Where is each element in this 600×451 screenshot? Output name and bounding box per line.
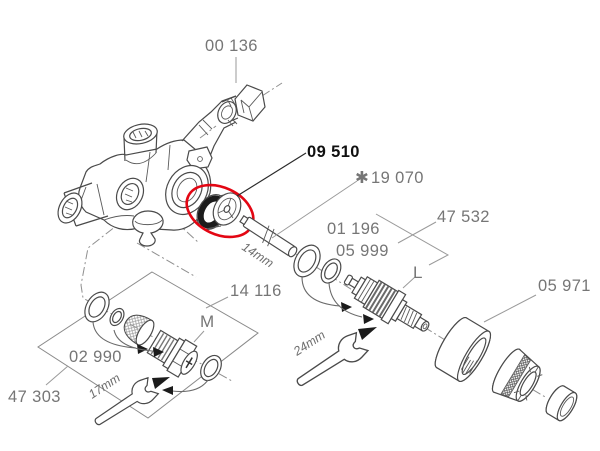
label-part-47532: 47 532 — [437, 208, 490, 226]
arrowhead-icon — [162, 386, 173, 395]
wrench-17mm-drawing: 17mm — [86, 371, 170, 434]
box-oring-large-drawing — [84, 291, 110, 323]
box-oring-small-drawing — [109, 307, 125, 327]
label-letter-L: L — [413, 263, 422, 282]
asterisk-marker-icon: ✱ — [355, 169, 369, 187]
cartridge-drawing — [343, 274, 430, 332]
wrench-24mm-arrow-icon — [358, 327, 377, 340]
label-letter-M: M — [200, 312, 214, 331]
spindle-drawing: 14mm — [239, 214, 298, 270]
sleeve-drum-drawing — [434, 317, 492, 383]
label-part-05999: 05 999 — [336, 242, 389, 260]
arrowhead-icon — [341, 302, 352, 312]
label-part-09510-highlighted: 09 510 — [307, 143, 360, 161]
hex-plug-drawing — [217, 84, 266, 127]
wrench-24mm-drawing: 24mm — [290, 327, 377, 396]
wrench-17mm-label: 17mm — [86, 371, 123, 402]
wrench-24mm-label: 24mm — [290, 328, 328, 359]
filter-mesh-drawing — [123, 314, 155, 346]
kit-box — [37, 271, 259, 419]
leader-lines — [45, 57, 537, 386]
label-part-02990: 02 990 — [69, 348, 122, 366]
adapter-drawing — [196, 192, 242, 230]
oring-large-drawing — [293, 244, 321, 278]
knurled-ring-drawing — [545, 385, 578, 422]
label-part-19070: 19 070 — [371, 169, 424, 187]
arrowhead-icon — [137, 344, 148, 354]
oring-small-drawing — [320, 258, 342, 284]
label-part-00136: 00 136 — [205, 37, 258, 55]
assembly-arrows — [92, 276, 374, 395]
wrench-17mm-arrow-icon — [152, 377, 170, 389]
label-part-01196: 01 196 — [327, 220, 380, 238]
label-part-05971: 05 971 — [538, 277, 591, 295]
arrowhead-icon — [363, 314, 374, 324]
label-part-47303: 47 303 — [8, 388, 61, 406]
label-part-14116: 14 116 — [230, 282, 282, 300]
grip-cup-drawing — [491, 348, 543, 402]
box-oring-right-drawing — [200, 354, 222, 382]
valve-body-drawing — [57, 95, 237, 247]
checkvalve-drawing — [146, 329, 198, 378]
arrowhead-icon — [153, 347, 164, 357]
